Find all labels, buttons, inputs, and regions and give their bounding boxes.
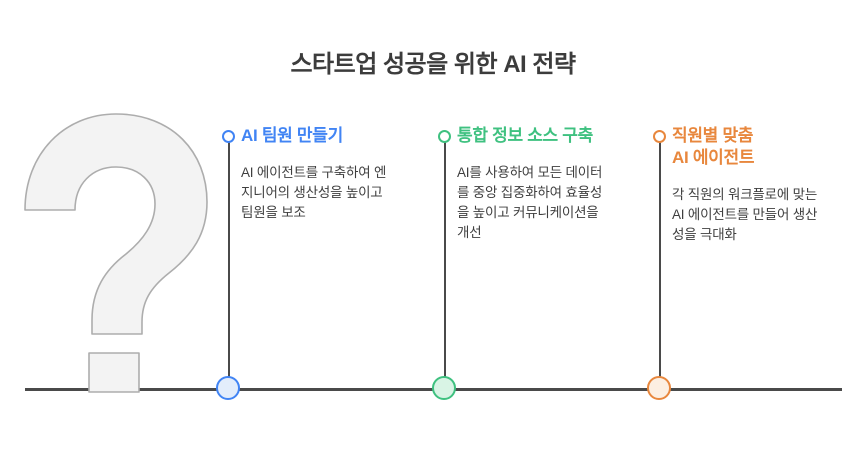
timeline-top-node-icon: [438, 130, 451, 143]
timeline-bottom-node-icon: [647, 376, 671, 400]
timeline-connector-line: [444, 141, 446, 389]
item-title: 통합 정보 소스 구축: [457, 126, 593, 145]
item-description: 각 직원의 워크플로에 맞는 AI 에이전트를 만들어 생산 성을 극대화: [672, 187, 818, 242]
timeline-bottom-node-icon: [432, 376, 456, 400]
item-content: 직원별 맞춤 AI 에이전트 각 직원의 워크플로에 맞는 AI 에이전트를 만…: [672, 125, 864, 245]
item-description: AI를 사용하여 모든 데이터 를 중앙 집중화하여 효율성 을 높이고 커뮤니…: [457, 165, 603, 240]
question-mark-dot: [88, 352, 140, 393]
item-content: 통합 정보 소스 구축 AI를 사용하여 모든 데이터 를 중앙 집중화하여 효…: [457, 125, 649, 243]
question-mark-icon: [24, 113, 208, 393]
timeline-top-node-icon: [222, 130, 235, 143]
timeline-connector-line: [228, 141, 230, 389]
item-title: AI 팀원 만들기: [241, 126, 343, 145]
item-title: 직원별 맞춤 AI 에이전트: [672, 126, 755, 167]
timeline-bottom-node-icon: [216, 376, 240, 400]
timeline-top-node-icon: [653, 130, 666, 143]
item-description: AI 에이전트를 구축하여 엔 지니어의 생산성을 높이고 팀원을 보조: [241, 165, 387, 220]
timeline-connector-line: [659, 141, 661, 389]
page-title: 스타트업 성공을 위한 AI 전략: [290, 51, 576, 78]
question-mark-hook: [24, 113, 208, 335]
item-content: AI 팀원 만들기 AI 에이전트를 구축하여 엔 지니어의 생산성을 높이고 …: [241, 125, 433, 223]
